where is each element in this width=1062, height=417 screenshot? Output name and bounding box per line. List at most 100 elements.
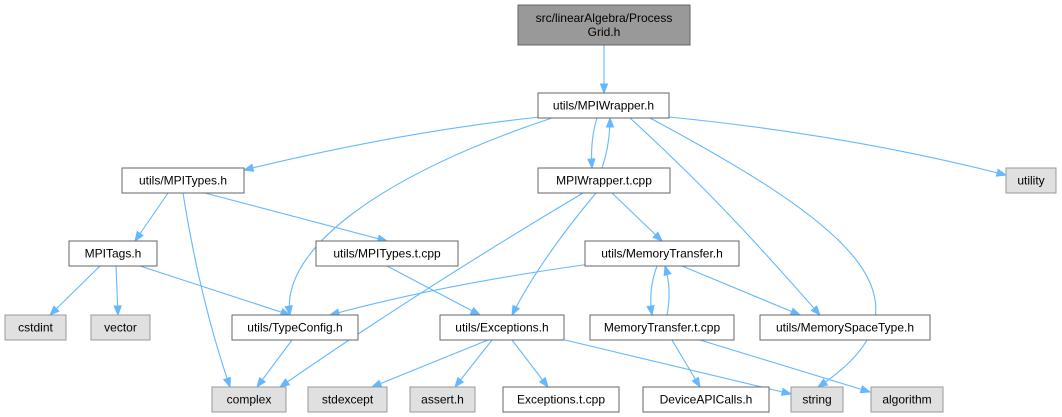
node-label: src/linearAlgebra/Process [536, 11, 673, 25]
edge-mpiwrapper_tcpp-to-memorytransfer_h [611, 192, 663, 242]
node-assert_h: assert.h [409, 386, 476, 413]
node-label: utils/MPITypes.h [139, 174, 227, 188]
edge-exceptions_h-to-assert_h [454, 339, 493, 388]
node-label: Grid.h [588, 25, 621, 39]
node-label: MPITags.h [85, 247, 142, 261]
edge-arrowhead [810, 305, 821, 317]
node-label: utils/MPIWrapper.h [553, 99, 654, 113]
node-box [589, 314, 735, 341]
node-label: cstdint [18, 321, 53, 335]
edge-mpiwrapper_h-to-mpitypes_h [243, 116, 541, 171]
edges-layer [49, 45, 1008, 396]
node-label: complex [227, 393, 272, 407]
node-memoryspacetype_h[interactable]: utils/MemorySpaceType.h [759, 314, 931, 341]
node-stdexcept: stdexcept [307, 386, 388, 413]
node-box [537, 167, 671, 194]
edge-mpiwrapper_h-to-memoryspacetype_h [629, 117, 821, 316]
node-box [4, 314, 67, 341]
edge-arrowhead [49, 305, 60, 316]
node-utility: utility [1005, 167, 1057, 194]
edge-arrowhead [652, 231, 663, 242]
node-label: algorithm [882, 393, 931, 407]
node-vector: vector [90, 314, 151, 341]
node-box [315, 240, 459, 267]
node-deviceapicalls_h[interactable]: DeviceAPICalls.h [642, 386, 770, 413]
node-mpitypes_tcpp[interactable]: utils/MPITypes.t.cpp [315, 240, 459, 267]
node-label: utils/MemoryTransfer.h [601, 247, 723, 261]
node-exceptions_tcpp[interactable]: Exceptions.t.cpp [502, 386, 620, 413]
node-label: MemoryTransfer.t.cpp [604, 321, 721, 335]
node-label: MPIWrapper.t.cpp [556, 174, 652, 188]
node-mpitypes_h[interactable]: utils/MPITypes.h [121, 167, 245, 194]
edge-memorytransfer_h-to-typeconfig_h [329, 263, 591, 316]
edge-mpiwrapper_h-to-utility [668, 116, 1007, 176]
node-algorithm: algorithm [870, 386, 944, 413]
node-complex: complex [211, 386, 287, 413]
edge-exceptions_h-to-exceptions_tcpp [511, 339, 549, 388]
edge-exceptions_h-to-string [564, 339, 792, 395]
edge-arrowhead [511, 304, 521, 317]
edge-mpitypes_h-to-mpitypes_tcpp [204, 192, 388, 242]
edge-arrowhead [605, 116, 615, 128]
node-label: assert.h [421, 393, 464, 407]
edge-arrowhead [256, 376, 267, 389]
edge-mpiwrapper_h-to-typeconfig_h [288, 117, 553, 316]
edge-mpiwrapper_tcpp-to-complex [279, 192, 584, 388]
node-memorytransfer_tcpp[interactable]: MemoryTransfer.t.cpp [589, 314, 735, 341]
node-mpitags_h[interactable]: MPITags.h [68, 240, 158, 267]
node-box [121, 167, 245, 194]
edge-arrowhead [587, 158, 596, 170]
node-box [211, 386, 287, 413]
node-string: string [790, 386, 844, 413]
node-box [439, 314, 565, 341]
node-label: utils/Exceptions.h [455, 321, 548, 335]
node-box [502, 386, 620, 413]
edge-arrowhead [284, 304, 293, 317]
node-box [790, 386, 844, 413]
node-label: stdexcept [322, 393, 374, 407]
node-box [759, 314, 931, 341]
node-box [517, 4, 691, 46]
node-label: utils/MemorySpaceType.h [776, 321, 914, 335]
node-label: DeviceAPICalls.h [660, 393, 753, 407]
edge-arrowhead [646, 304, 655, 317]
node-memorytransfer_h[interactable]: utils/MemoryTransfer.h [584, 240, 740, 267]
edge-arrowhead [278, 378, 291, 388]
edge-arrowhead [113, 305, 122, 317]
node-typeconfig_h[interactable]: utils/TypeConfig.h [231, 314, 359, 341]
edge-arrowhead [370, 379, 383, 388]
edge-arrowhead [816, 378, 829, 388]
edge-memorytransfer_h-to-memoryspacetype_h [681, 265, 801, 316]
edge-arrowhead [134, 230, 144, 243]
edge-mpitags_h-to-typeconfig_h [139, 265, 291, 316]
node-label: utils/TypeConfig.h [247, 321, 342, 335]
edge-arrowhead [599, 83, 609, 95]
edge-mpitags_h-to-cstdint [49, 265, 101, 316]
edge-arrowhead [859, 385, 872, 394]
node-label: vector [104, 321, 137, 335]
node-exceptions_h[interactable]: utils/Exceptions.h [439, 314, 565, 341]
edge-arrowhead [789, 307, 802, 316]
edge-mpiwrapper_tcpp-to-exceptions_h [511, 192, 597, 316]
edge-arrowhead [995, 168, 1008, 177]
edge-mpiwrapper_h-to-string [649, 117, 877, 388]
edge-arrowhead [691, 376, 701, 389]
edge-arrowhead [454, 376, 465, 389]
edge-typeconfig_h-to-complex [256, 339, 293, 388]
edge-arrowhead [469, 306, 482, 316]
edge-mpitypes_h-to-complex [182, 192, 231, 388]
node-box [409, 386, 476, 413]
node-label: Exceptions.t.cpp [517, 393, 605, 407]
edge-arrowhead [242, 163, 255, 172]
node-mpiwrapper_tcpp[interactable]: MPIWrapper.t.cpp [537, 167, 671, 194]
node-box [307, 386, 388, 413]
edge-arrowhead [222, 376, 231, 389]
edge-arrowhead [663, 264, 672, 277]
node-box [1005, 167, 1057, 194]
edge-arrowhead [780, 387, 793, 396]
node-mpiwrapper_h[interactable]: utils/MPIWrapper.h [537, 92, 670, 119]
edge-arrowhead [538, 376, 549, 389]
edge-mpitypes_h-to-mpitags_h [134, 192, 169, 242]
